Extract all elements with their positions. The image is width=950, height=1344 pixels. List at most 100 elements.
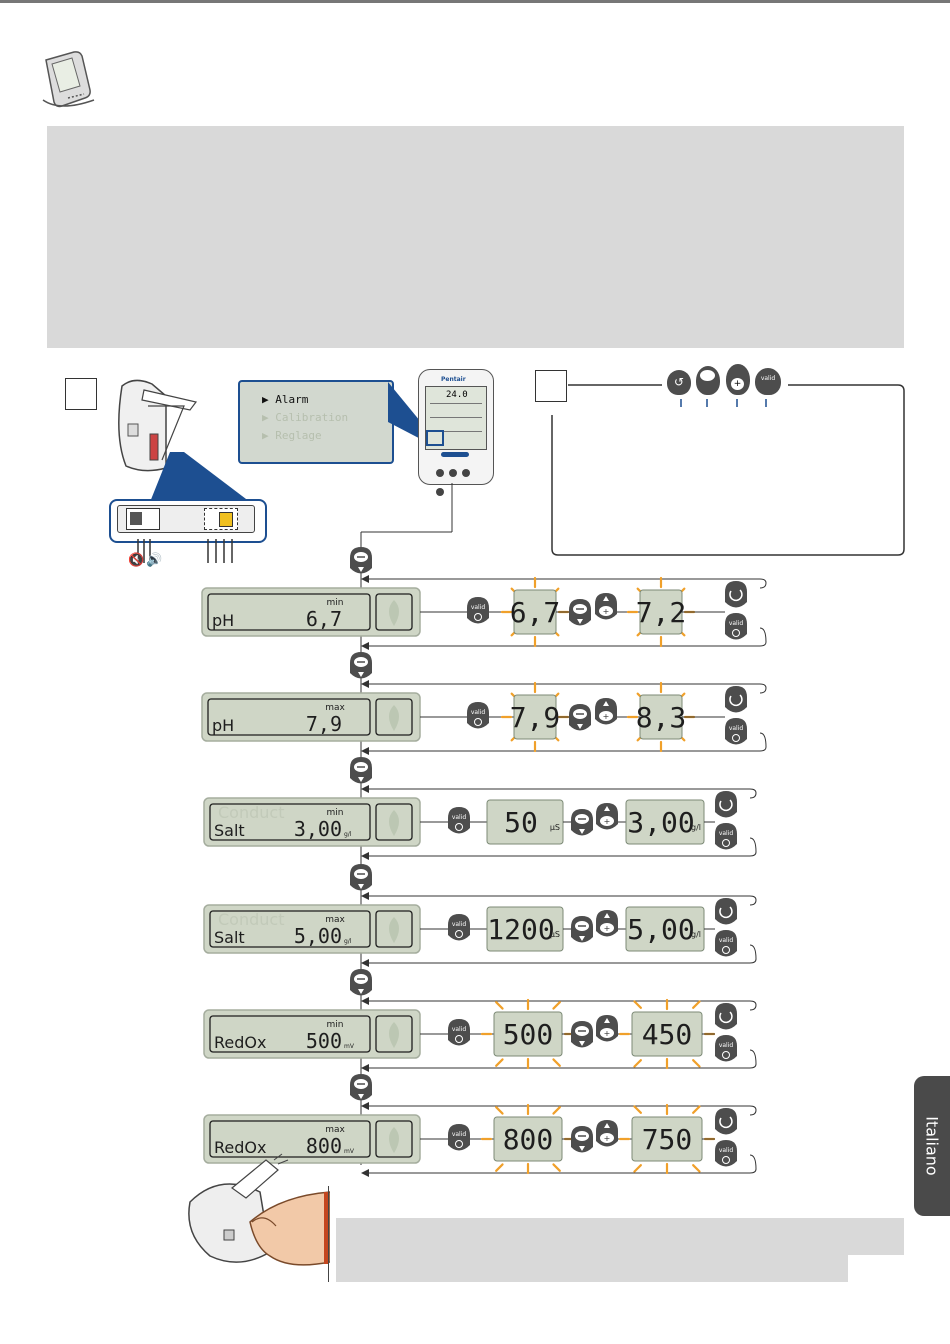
valid-button[interactable]: valid bbox=[467, 702, 489, 729]
blink-ray bbox=[495, 1058, 504, 1067]
limit-unit: mV bbox=[344, 1148, 355, 1155]
top-rule bbox=[0, 0, 950, 3]
param-name: RedOx bbox=[214, 1033, 266, 1052]
legend-back-button[interactable]: ↺ bbox=[667, 370, 691, 395]
limit-value: 5,00 bbox=[294, 924, 342, 948]
edit-from-lcd-unit: µS bbox=[550, 823, 560, 832]
valid-button[interactable]: valid bbox=[715, 1035, 737, 1062]
device-swoosh bbox=[441, 452, 469, 457]
plus-button[interactable]: + bbox=[595, 593, 617, 620]
valid-button[interactable]: valid bbox=[725, 613, 747, 640]
svg-text:valid: valid bbox=[719, 1147, 734, 1154]
blink-ray bbox=[692, 1059, 701, 1068]
blink-ray bbox=[633, 1000, 642, 1009]
minus-button[interactable] bbox=[569, 704, 591, 731]
menu-item-calibration[interactable]: ▶ Calibration bbox=[262, 411, 349, 424]
valid-button[interactable]: valid bbox=[715, 823, 737, 850]
minus-button[interactable] bbox=[350, 652, 372, 679]
plus-button[interactable]: + bbox=[596, 1120, 618, 1147]
back-button[interactable] bbox=[715, 898, 737, 925]
drop-icon bbox=[389, 810, 399, 836]
minus-button[interactable] bbox=[571, 916, 593, 943]
valid-button[interactable]: valid bbox=[448, 807, 470, 834]
edit-from-lcd-value: 1200 bbox=[487, 913, 554, 946]
svg-text:valid: valid bbox=[729, 725, 744, 732]
valid-button[interactable]: valid bbox=[715, 1140, 737, 1167]
limit-kind: min bbox=[327, 808, 344, 818]
bottom-note-panel-2 bbox=[336, 1252, 848, 1282]
alarm-lcd-icon-frame bbox=[375, 1120, 413, 1158]
minus-button[interactable] bbox=[350, 864, 372, 891]
blink-ray bbox=[692, 1105, 701, 1114]
drop-icon bbox=[389, 917, 399, 943]
minus-button[interactable] bbox=[569, 599, 591, 626]
param-name: pH bbox=[212, 716, 234, 735]
back-button[interactable] bbox=[715, 791, 737, 818]
valid-button[interactable]: valid bbox=[467, 597, 489, 624]
menu-item-reglage[interactable]: ▶ Reglage bbox=[262, 429, 322, 442]
language-tab[interactable]: Italiano bbox=[914, 1076, 950, 1216]
legend-minus-button[interactable] bbox=[696, 366, 720, 395]
back-button[interactable] bbox=[715, 1003, 737, 1030]
edit-to-lcd-value: 3,00 bbox=[627, 806, 694, 839]
back-button[interactable] bbox=[715, 1108, 737, 1135]
alarm-lcd-frame bbox=[209, 803, 371, 841]
svg-text:+: + bbox=[603, 712, 610, 721]
edit-from-lcd-value: 6,7 bbox=[510, 596, 561, 629]
return-arrow bbox=[361, 892, 369, 900]
minus-button[interactable] bbox=[571, 809, 593, 836]
legend-plus-button[interactable]: + bbox=[726, 364, 750, 395]
svg-text:+: + bbox=[603, 607, 610, 616]
step-2-box bbox=[535, 370, 567, 402]
bottom-note-panel bbox=[336, 1218, 904, 1255]
drop-icon bbox=[389, 1127, 399, 1153]
back-button[interactable] bbox=[725, 686, 747, 713]
drop-icon bbox=[389, 1022, 399, 1048]
blink-ray bbox=[495, 1106, 504, 1115]
menu-item-alarm[interactable]: ▶ Alarm bbox=[262, 393, 309, 406]
svg-text:valid: valid bbox=[452, 921, 467, 928]
valid-button[interactable]: valid bbox=[725, 718, 747, 745]
return-arrow bbox=[361, 680, 369, 688]
limit-value: 3,00 bbox=[294, 817, 342, 841]
minus-button[interactable] bbox=[350, 1074, 372, 1101]
svg-text:valid: valid bbox=[452, 1026, 467, 1033]
valid-button[interactable]: valid bbox=[448, 914, 470, 941]
device-front: Pentair 24.0 bbox=[418, 369, 494, 496]
plus-button[interactable]: + bbox=[595, 698, 617, 725]
return-line bbox=[369, 627, 767, 647]
limit-unit: g/l bbox=[344, 938, 352, 945]
minus-button[interactable] bbox=[350, 547, 372, 574]
plus-button[interactable]: + bbox=[596, 803, 618, 830]
alarm-lcd-icon-frame bbox=[375, 803, 413, 841]
minus-button[interactable] bbox=[571, 1126, 593, 1153]
param-name: pH bbox=[212, 611, 234, 630]
back-button[interactable] bbox=[725, 581, 747, 608]
blink-ray bbox=[552, 1163, 561, 1172]
minus-button[interactable] bbox=[571, 1021, 593, 1048]
param-name: Salt bbox=[214, 928, 245, 947]
return-arrow bbox=[361, 1102, 369, 1110]
blink-ray bbox=[552, 1001, 561, 1010]
mute-speaker-icon: 🔇 bbox=[128, 553, 145, 568]
minus-button[interactable] bbox=[350, 757, 372, 784]
switch-right-position bbox=[204, 508, 238, 530]
return-line bbox=[369, 578, 767, 589]
switch-pins bbox=[137, 539, 233, 563]
edit-to-lcd-unit: g/l bbox=[691, 930, 701, 939]
limit-kind: min bbox=[327, 598, 344, 608]
svg-text:valid: valid bbox=[452, 1131, 467, 1138]
legend-frame bbox=[551, 384, 905, 556]
plus-button[interactable]: + bbox=[596, 910, 618, 937]
device-side-illustration bbox=[118, 379, 198, 472]
valid-button[interactable]: valid bbox=[448, 1124, 470, 1151]
legend-valid-button[interactable]: valid bbox=[755, 368, 781, 395]
valid-button[interactable]: valid bbox=[715, 930, 737, 957]
svg-text:+: + bbox=[604, 1134, 611, 1143]
return-line bbox=[369, 944, 757, 964]
svg-text:+: + bbox=[604, 1029, 611, 1038]
switch-left-position bbox=[126, 508, 160, 530]
plus-button[interactable]: + bbox=[596, 1015, 618, 1042]
valid-button[interactable]: valid bbox=[448, 1019, 470, 1046]
minus-button[interactable] bbox=[350, 969, 372, 996]
